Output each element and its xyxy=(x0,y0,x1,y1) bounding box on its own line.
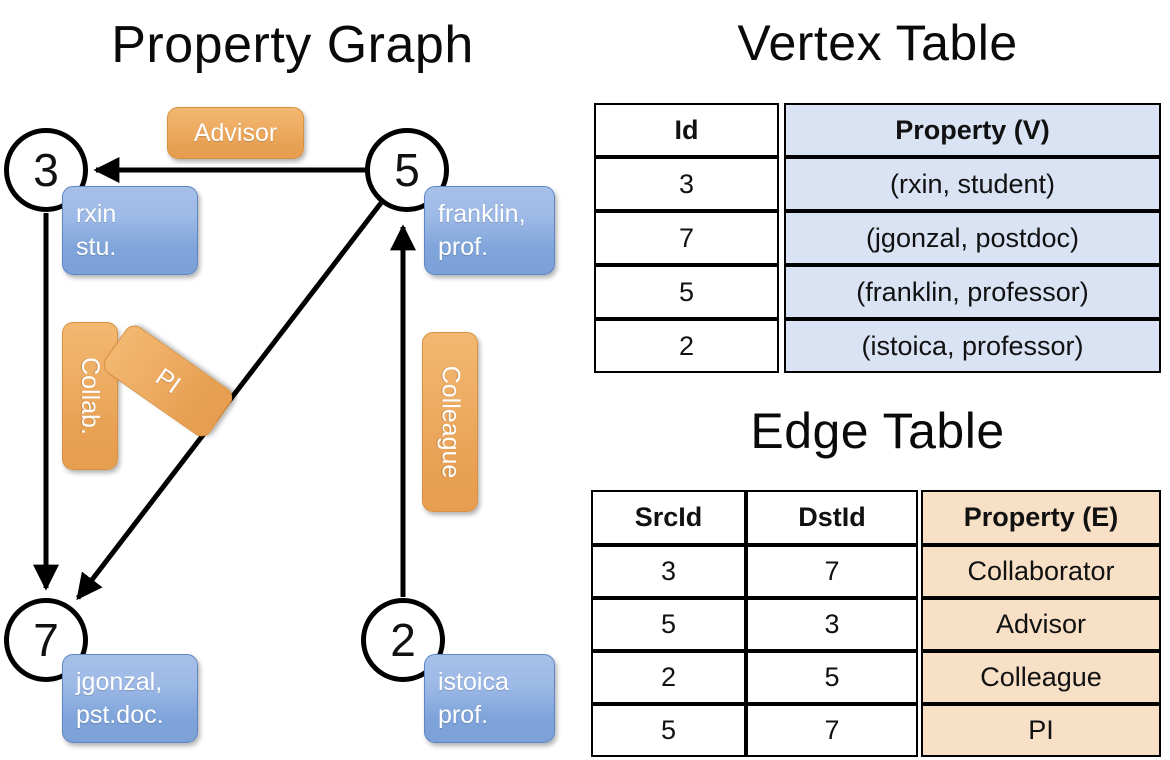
vertex-property-box-3[interactable]: rxin stu. xyxy=(62,186,198,275)
edge-table-cell-property: PI xyxy=(921,704,1161,757)
vertex-property-line-1: franklin, xyxy=(438,199,526,228)
vertex-table-cell-property: (jgonzal, postdoc) xyxy=(784,211,1161,265)
edge-table-cell-dstid: 3 xyxy=(746,598,918,651)
edge-table-cell-srcid: 5 xyxy=(591,704,746,757)
vertex-table-cell-id: 5 xyxy=(594,265,779,319)
vertex-table-header-id: Id xyxy=(594,103,779,157)
edge-label-box-colleague[interactable]: Colleague xyxy=(422,332,478,512)
edge-label-box-advisor[interactable]: Advisor xyxy=(167,107,304,159)
vertex-property-line-2: prof. xyxy=(438,700,489,729)
page-title-property-graph: Property Graph xyxy=(111,16,474,74)
vertex-table-cell-id: 2 xyxy=(594,319,779,373)
edge-label-box-collab[interactable]: Collab. xyxy=(62,322,118,470)
vertex-property-box-5[interactable]: franklin, prof. xyxy=(424,186,555,275)
edge-table-cell-dstid: 7 xyxy=(746,545,918,598)
page-title-vertex-table: Vertex Table xyxy=(737,15,1018,71)
edge-table-cell-srcid: 3 xyxy=(591,545,746,598)
edge-table-header-dstid: DstId xyxy=(746,490,918,545)
edge-table-cell-srcid: 2 xyxy=(591,651,746,704)
vertex-table-cell-property: (rxin, student) xyxy=(784,157,1161,211)
vertex-property-box-7[interactable]: jgonzal, pst.doc. xyxy=(62,654,198,743)
edge-table-cell-dstid: 5 xyxy=(746,651,918,704)
vertex-table-cell-property: (istoica, professor) xyxy=(784,319,1161,373)
vertex-table-cell-id: 7 xyxy=(594,211,779,265)
edge-table-cell-dstid: 7 xyxy=(746,704,918,757)
property-graph-diagram: 3 5 7 2 rxin stu. franklin, prof. jgonza… xyxy=(4,107,555,743)
edge-table-header-srcid: SrcId xyxy=(591,490,746,545)
vertex-property-line-2: prof. xyxy=(438,232,489,261)
graph-node-5[interactable]: 5 xyxy=(365,128,449,212)
edge-label-text: Colleague xyxy=(436,365,464,479)
edge-table-cell-property: Collaborator xyxy=(921,545,1161,598)
vertex-table-header-property: Property (V) xyxy=(784,103,1161,157)
edge-table-cell-property: Advisor xyxy=(921,598,1161,651)
vertex-property-line-2: pst.doc. xyxy=(76,700,164,729)
vertex-property-line-1: rxin xyxy=(76,199,117,228)
vertex-table-cell-id: 3 xyxy=(594,157,779,211)
vertex-property-line-1: istoica xyxy=(438,667,509,696)
vertex-property-box-2[interactable]: istoica prof. xyxy=(424,654,555,743)
edge-table-cell-srcid: 5 xyxy=(591,598,746,651)
page-title-edge-table: Edge Table xyxy=(750,403,1005,459)
graph-node-2[interactable]: 2 xyxy=(361,598,445,682)
edge-table-cell-property: Colleague xyxy=(921,651,1161,704)
vertex-property-line-1: jgonzal, xyxy=(76,667,163,696)
edge-label-text: PI xyxy=(150,362,186,400)
vertex-table-cell-property: (franklin, professor) xyxy=(784,265,1161,319)
edge-table-header-property: Property (E) xyxy=(921,490,1161,545)
edge-label-text: Collab. xyxy=(76,357,105,435)
vertex-property-line-2: stu. xyxy=(76,232,117,261)
edge-label-text: Advisor xyxy=(193,119,278,147)
